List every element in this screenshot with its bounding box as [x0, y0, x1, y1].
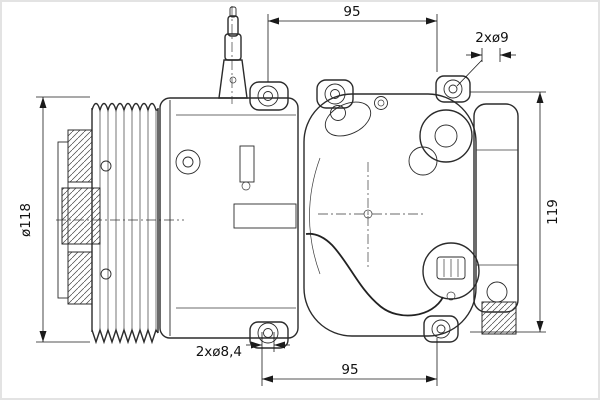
dim-right-height: 119 [470, 91, 561, 333]
bottom-port [481, 281, 517, 335]
dim-top-width: 95 [267, 4, 438, 82]
clutch-connector [422, 242, 480, 301]
mounting-boss [419, 109, 473, 163]
cylinder-head [473, 103, 519, 313]
centerlines [56, 6, 424, 268]
front-view-body [159, 6, 299, 349]
dim-left-diameter-label: ø118 [18, 203, 34, 237]
front-boss [175, 149, 201, 175]
side-top-left-ear [316, 79, 354, 109]
side-view-body [303, 75, 519, 343]
dim-bottom-width: 95 [261, 338, 438, 386]
dim-top-holes: 2xø9 [456, 30, 516, 87]
top-port-fitting [218, 6, 248, 99]
front-bottom-ear [249, 321, 289, 349]
dim-bottom-holes: 2xø8,4 [196, 332, 290, 360]
dim-top-width-label: 95 [343, 4, 360, 20]
dim-bottom-width-label: 95 [341, 362, 358, 378]
side-bottom-ear [423, 315, 459, 343]
pulley [91, 102, 159, 345]
dim-top-holes-label: 2xø9 [475, 30, 508, 46]
dimension-annotations: 95 2xø9 ø118 11 [18, 4, 561, 386]
label-plate [233, 203, 297, 229]
dim-bottom-holes-label: 2xø8,4 [196, 344, 242, 360]
dim-left-diameter: ø118 [18, 96, 90, 343]
slanted-lug [324, 101, 372, 137]
front-top-ear [249, 81, 289, 111]
wire-harness [305, 232, 444, 317]
dim-right-height-label: 119 [545, 199, 561, 225]
side-top-right-ear [435, 75, 471, 103]
clutch-hub-section [57, 129, 112, 305]
